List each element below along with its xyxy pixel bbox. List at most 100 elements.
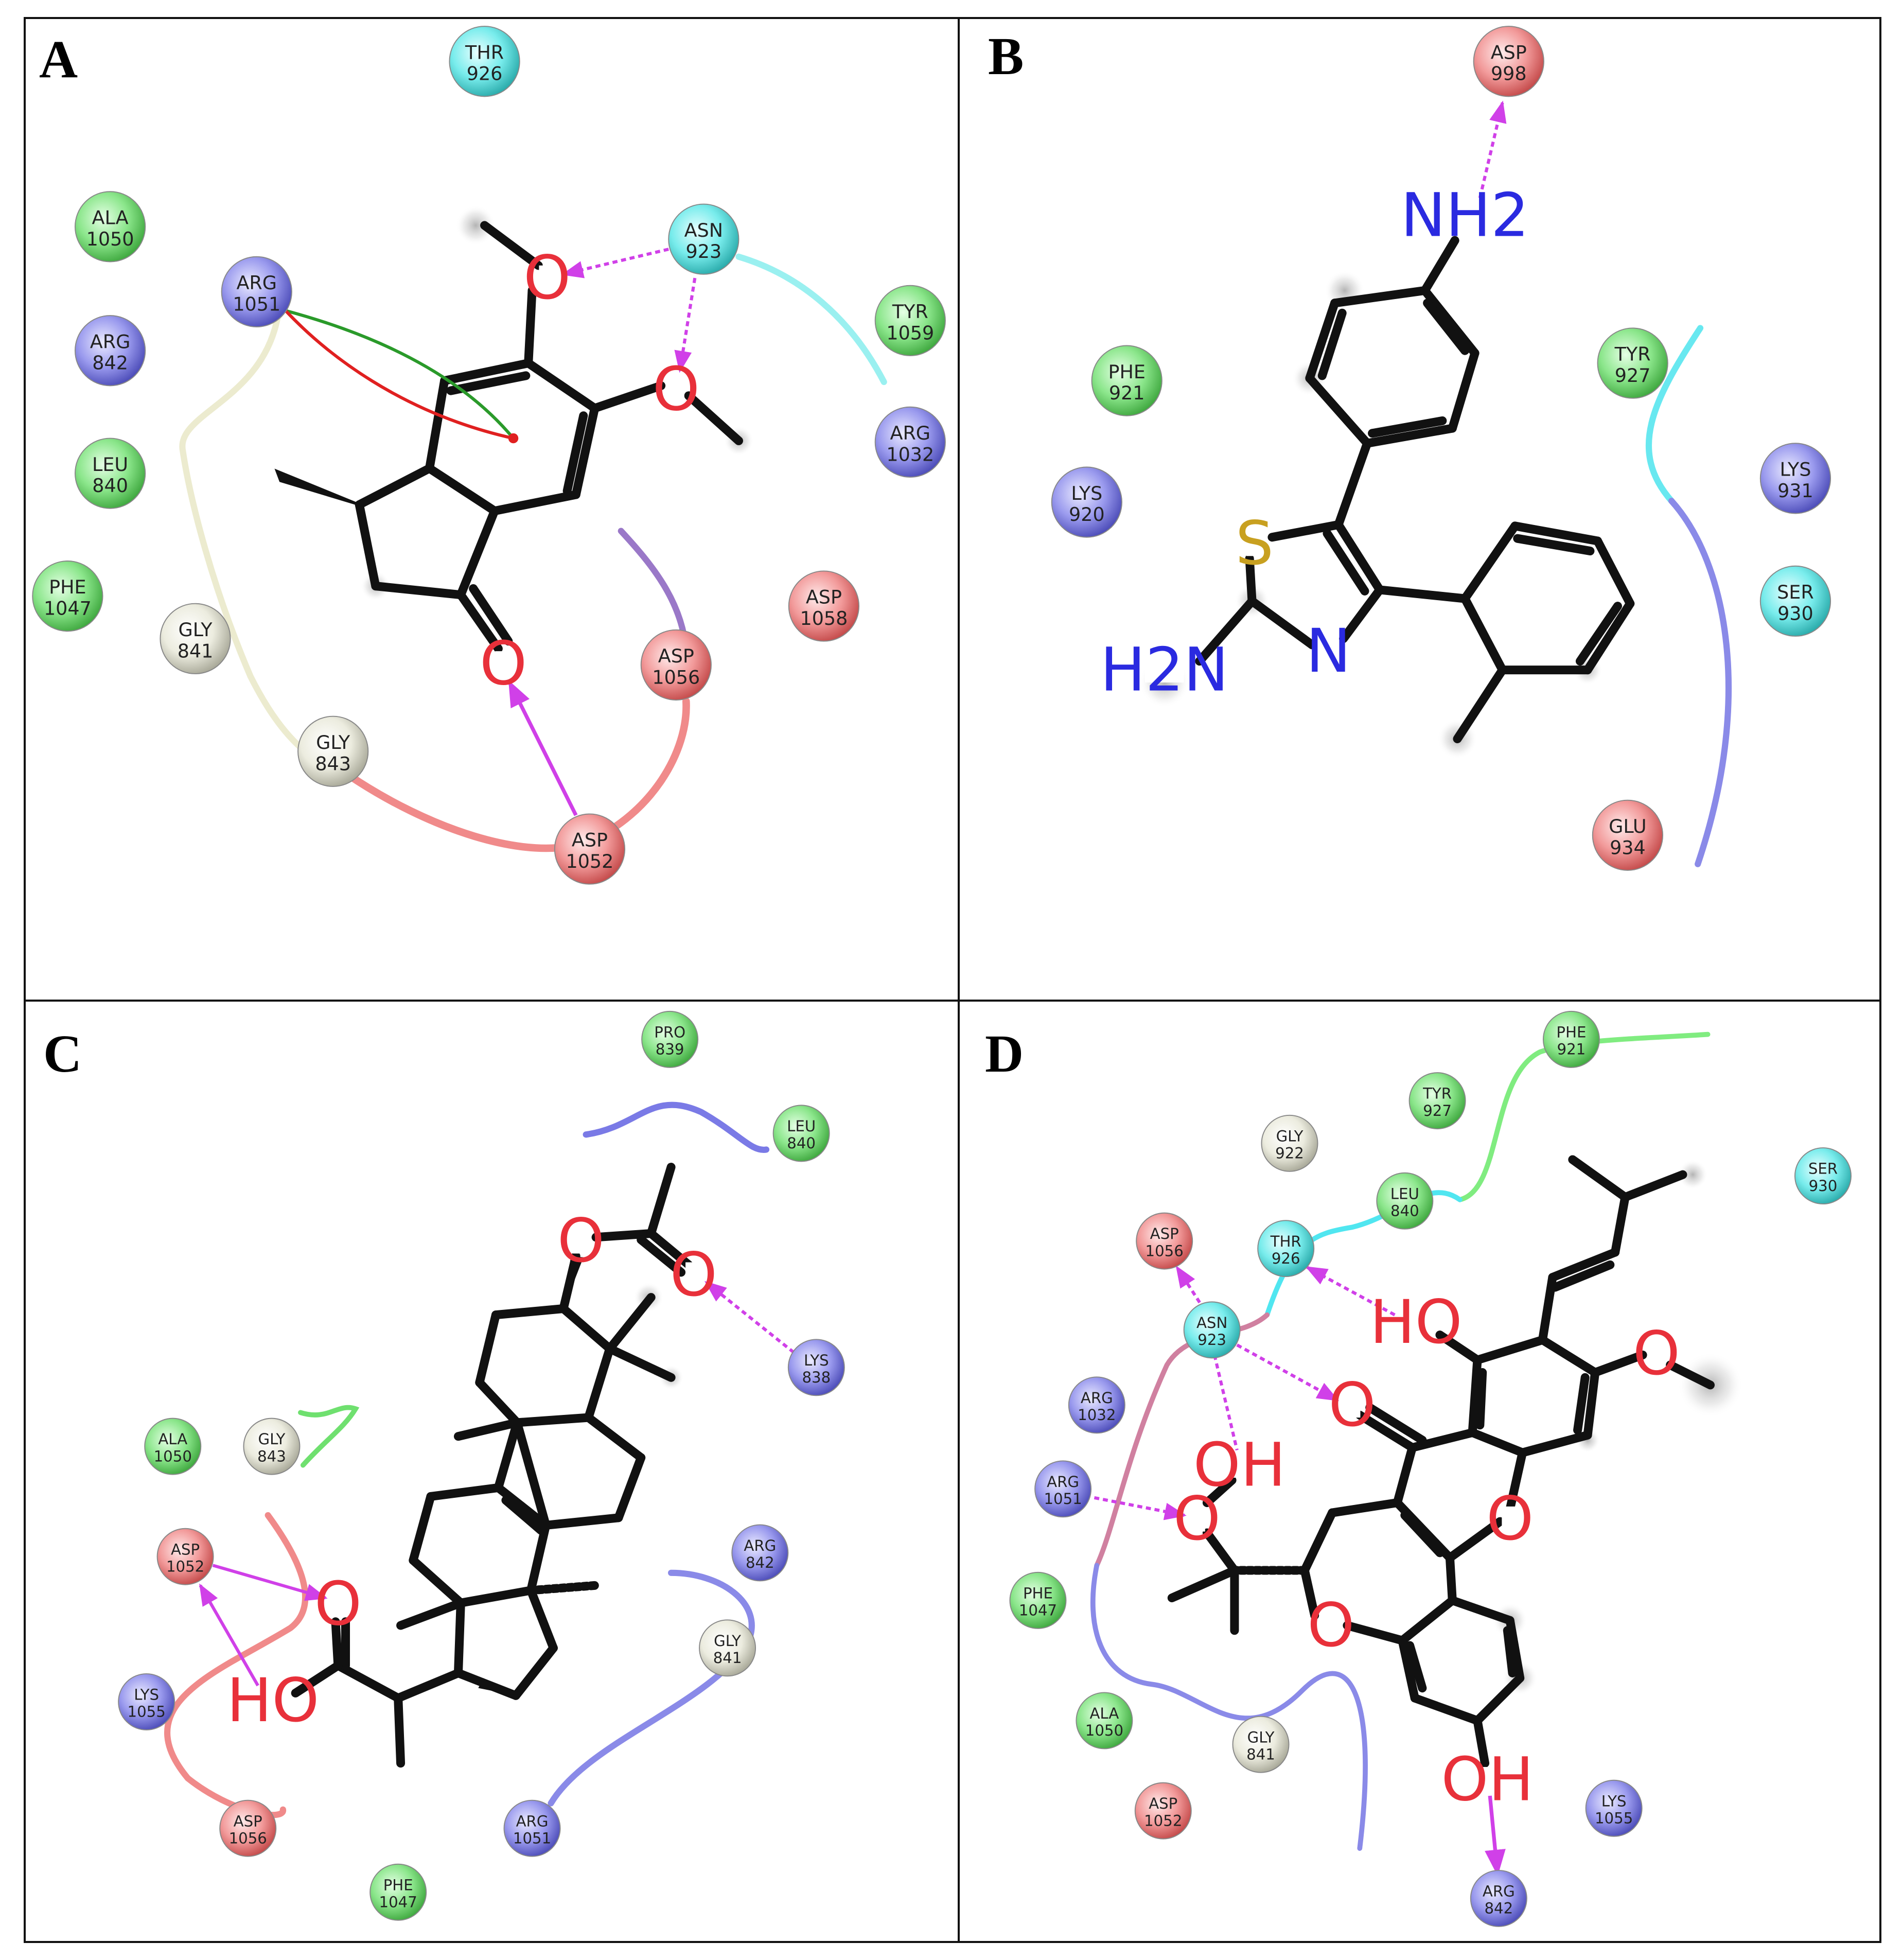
atom-label-bg [1225,1452,1254,1478]
atom-label-bg [330,1591,346,1617]
residue-name: ASP [658,645,694,667]
residue-disc [1261,1114,1318,1172]
residue-number: 922 [1275,1145,1304,1162]
residue-disc [221,256,292,327]
residue-number: 840 [92,475,128,497]
panel-b-ribbons [1645,325,1732,867]
residue-number: 930 [1809,1177,1838,1195]
residue-number: 927 [1615,364,1651,387]
residue-name: LEU [1390,1185,1419,1202]
residue-disc [1376,1172,1434,1230]
residue-number: 930 [1777,602,1813,624]
residue-disc [874,285,946,356]
residue-disc [787,1339,845,1396]
residue-number: 926 [467,63,503,85]
residue-disc [32,561,103,632]
panel-c-interactions [199,1281,795,1687]
hbond-lys838-o [704,1281,795,1354]
residue-number: 842 [1484,1900,1513,1917]
residue-disc [118,1673,175,1730]
residue-number: 1051 [1044,1490,1082,1508]
hbond-arg1051-o [1094,1496,1187,1520]
atom-label-ho: HO [227,1666,320,1736]
residue-disc [297,715,369,787]
pi-cation-arg1051 [284,309,514,440]
atom-label-bg [1445,203,1485,228]
residue-number: 998 [1491,63,1527,85]
atom-label-o: O [1633,1319,1680,1389]
atom-label-bg [1320,638,1337,664]
residue-number: 1050 [1085,1722,1123,1739]
residue-name: ASN [1196,1314,1227,1332]
panel-b-interactions [1478,100,1507,199]
residue-disc [1759,565,1831,637]
residue-number: 843 [315,752,351,775]
hbond-asp1052-o [507,680,578,816]
hbond-nh2-asp998 [1478,100,1507,199]
residue-disc [1232,1716,1290,1773]
residue-number: 843 [257,1447,286,1465]
residue-number: 842 [92,352,128,374]
residue-number: 1050 [86,228,134,250]
residue-number: 839 [656,1041,684,1058]
atom-label-bg [1246,531,1263,556]
residue-number: 934 [1610,836,1646,859]
atom-label-bg [668,377,684,402]
residue-name: TYR [892,301,928,323]
residue-number: 1047 [1019,1602,1057,1619]
residue-name: ARG [1483,1883,1515,1900]
residue-name: GLY [258,1430,286,1448]
residue-disc [731,1524,789,1582]
residue-name: PRO [654,1023,685,1041]
residue-disc [369,1863,427,1921]
residue-name: ARG [1047,1473,1079,1491]
panel-label-a: A [39,30,78,89]
residue-disc [1136,1212,1193,1270]
atom-label-oh: OH [1193,1430,1286,1500]
residue-number: 1052 [1144,1812,1182,1829]
residue-name: PHE [1108,361,1145,383]
residue-name: ASP [1149,1795,1177,1812]
hbond-asn923-o [1236,1343,1340,1402]
residue-disc [75,191,146,262]
residue-disc [144,1417,202,1475]
atom-label-bg [1144,657,1184,682]
atom-label-ho: HO [1370,1287,1463,1357]
atom-label-o: O [653,355,700,425]
residue-number: 841 [1246,1745,1275,1763]
atom-label-o: O [523,243,571,313]
hbond-asn923-oh [1213,1354,1239,1451]
residue-disc [160,603,231,674]
atom-label-bg [1344,1392,1361,1418]
residue-number: 1032 [1078,1406,1116,1424]
residue-disc [1134,1782,1192,1840]
hbond-ho-asp1052 [199,1583,259,1687]
residue-disc [243,1417,301,1475]
residue-number: 920 [1069,503,1105,526]
residue-name: SER [1808,1160,1838,1178]
